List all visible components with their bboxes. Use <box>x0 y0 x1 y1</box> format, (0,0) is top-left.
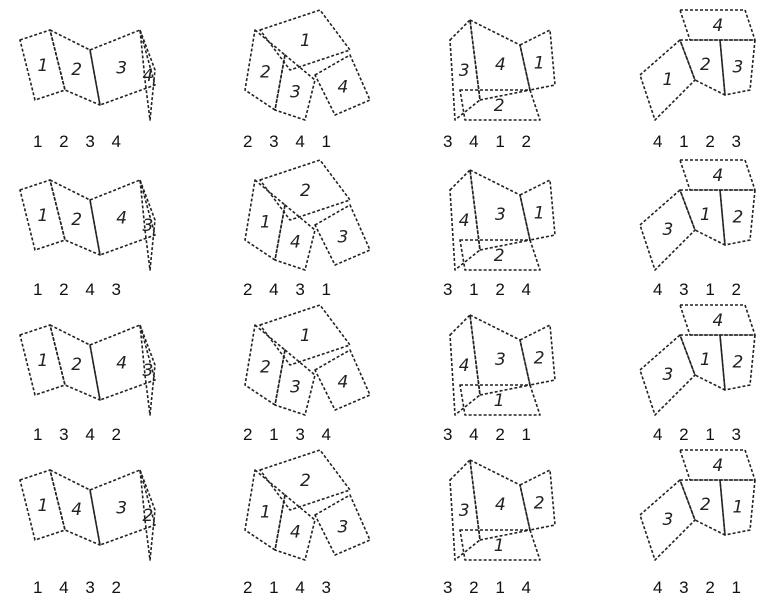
sheet-number: 1 <box>260 502 271 522</box>
sheet-number: 2 <box>733 352 744 372</box>
folded-strip-6: 2 14 3 <box>245 160 370 270</box>
sheet-number: 4 <box>495 55 506 75</box>
sheet-number: 4 <box>713 16 724 36</box>
sheet-number: 1 <box>700 350 711 370</box>
fold-sequence-label: 2 3 4 1 <box>243 132 337 152</box>
folded-strip-3: 3 4 1 2 <box>450 20 555 120</box>
folded-strip-7: 4 3 1 2 <box>450 170 555 270</box>
folded-strip-2: 1 23 4 <box>245 10 370 120</box>
fold-sequence-label: 3 2 1 4 <box>443 578 537 598</box>
sheet-number: 4 <box>713 166 724 186</box>
sheet-number: 1 <box>494 391 505 411</box>
sheet-number: 2 <box>494 246 505 266</box>
fold-sequence-label: 1 3 4 2 <box>33 425 127 445</box>
sheet-number: 1 <box>700 205 711 225</box>
sheet-number: 4 <box>338 372 349 392</box>
sheet-number: 1 <box>300 326 311 346</box>
fold-sequence-label: 4 3 1 2 <box>653 280 747 300</box>
folded-strip-12: 4 3 1 2 <box>640 305 755 415</box>
fold-sequence-label: 2 1 4 3 <box>243 578 337 598</box>
sheet-number: 3 <box>290 377 301 397</box>
sheet-number: 1 <box>534 204 545 224</box>
folded-strip-11: 4 3 2 1 <box>450 315 555 415</box>
sheet-number: 1 <box>260 212 271 232</box>
fold-sequence-label: 1 2 4 3 <box>33 280 127 300</box>
sheet-number: 1 <box>300 31 311 51</box>
sheet-number: 4 <box>459 356 470 376</box>
sheet-number: 2 <box>700 495 711 515</box>
sheet-number: 1 <box>663 70 674 90</box>
fold-sequence-label: 1 4 3 2 <box>33 578 127 598</box>
sheet-number: 3 <box>459 501 470 521</box>
sheet-number: 2 <box>733 207 744 227</box>
sheet-number: 3 <box>495 205 506 225</box>
sheet-number: 4 <box>713 311 724 331</box>
sheet-number: 2 <box>300 181 311 201</box>
sheet-number: 2 <box>143 506 154 526</box>
fold-sequence-label: 4 2 1 3 <box>653 425 747 445</box>
sheet-number: 1 <box>534 54 545 74</box>
fold-sequence-label: 3 4 1 2 <box>443 132 537 152</box>
sheet-number: 1 <box>38 351 49 371</box>
sheet-number: 1 <box>38 56 49 76</box>
fold-sequence-label: 4 3 2 1 <box>653 578 747 598</box>
sheet-number: 4 <box>713 456 724 476</box>
sheet-number: 1 <box>38 206 49 226</box>
fold-sequence-label: 3 1 2 4 <box>443 280 537 300</box>
sheet-number: 4 <box>116 354 127 374</box>
sheet-number: 4 <box>71 500 82 520</box>
sheet-number: 4 <box>290 232 301 252</box>
folded-strip-8: 4 3 1 2 <box>640 160 755 270</box>
sheet-number: 4 <box>290 522 301 542</box>
sheet-number: 3 <box>116 59 127 79</box>
sheet-number: 3 <box>116 499 127 519</box>
sheet-number: 2 <box>300 471 311 491</box>
sheet-number: 3 <box>143 361 154 381</box>
fold-sequence-label: 3 4 2 1 <box>443 425 537 445</box>
folded-strip-10: 1 23 4 <box>245 305 370 415</box>
sheet-number: 3 <box>733 57 744 77</box>
sheet-number: 3 <box>338 517 349 537</box>
folded-strip-4: 4 1 2 3 <box>640 10 755 120</box>
sheet-number: 2 <box>534 494 545 514</box>
sheet-number: 3 <box>663 510 674 530</box>
sheet-number: 4 <box>116 209 127 229</box>
folded-strip-14: 2 14 3 <box>245 450 370 560</box>
sheet-number: 2 <box>494 96 505 116</box>
sheet-number: 2 <box>71 355 82 375</box>
folded-strip-15: 3 4 2 1 <box>450 460 555 560</box>
folded-strip-16: 4 3 2 1 <box>640 450 755 560</box>
fold-sequence-label: 1 2 3 4 <box>33 132 127 152</box>
sheet-number: 3 <box>338 227 349 247</box>
sheet-number: 2 <box>260 62 271 82</box>
sheet-number: 4 <box>459 211 470 231</box>
sheet-number: 2 <box>534 349 545 369</box>
sheet-number: 3 <box>663 365 674 385</box>
fold-sequence-label: 2 1 3 4 <box>243 425 337 445</box>
sheet-number: 2 <box>71 60 82 80</box>
sheet-number: 1 <box>733 497 744 517</box>
sheet-number: 3 <box>495 350 506 370</box>
sheet-number: 4 <box>143 66 154 86</box>
sheet-number: 3 <box>143 216 154 236</box>
sheet-number: 2 <box>71 210 82 230</box>
sheet-number: 3 <box>459 61 470 81</box>
fold-sequence-label: 4 1 2 3 <box>653 132 747 152</box>
sheet-number: 1 <box>494 536 505 556</box>
sheet-number: 2 <box>260 357 271 377</box>
sheet-number: 1 <box>38 496 49 516</box>
fold-sequence-label: 2 4 3 1 <box>243 280 337 300</box>
sheet-number: 3 <box>290 82 301 102</box>
sheet-number: 3 <box>663 220 674 240</box>
sheet-number: 4 <box>495 495 506 515</box>
sheet-number: 4 <box>338 77 349 97</box>
sheet-number: 2 <box>700 55 711 75</box>
